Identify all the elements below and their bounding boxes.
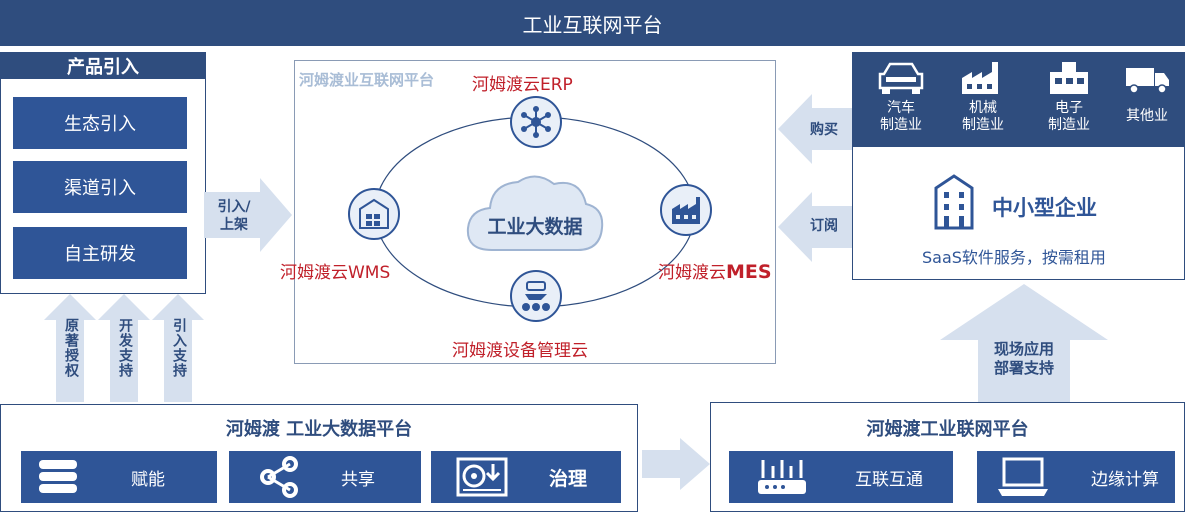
router-icon xyxy=(758,460,806,494)
product-item-selfdev: 自主研发 xyxy=(13,227,187,279)
equip-label: 河姆渡设备管理云 xyxy=(452,341,588,361)
bigdata-share: 共享 xyxy=(229,451,421,503)
industry-other: 其他业 xyxy=(1114,60,1180,125)
share-icon xyxy=(260,456,298,498)
mes-label: 河姆渡云MES xyxy=(658,258,772,283)
up-label-license: 原著授权 xyxy=(63,318,79,378)
truck-icon xyxy=(1126,68,1169,94)
bigdata-share-label: 共享 xyxy=(341,469,375,490)
iot-edge-label: 边缘计算 xyxy=(1091,469,1159,490)
industry-electronics-label: 电子 制造业 xyxy=(1048,100,1090,133)
iot-title: 河姆渡工业联网平台 xyxy=(866,419,1029,440)
iot-edge: 边缘计算 xyxy=(977,451,1175,503)
database-icon xyxy=(39,460,77,493)
core-label: 工业大数据 xyxy=(487,216,583,238)
center-platform-title: 河姆渡业互联网平台 xyxy=(299,71,435,89)
industry-auto: 汽车 制造业 xyxy=(868,60,934,134)
enterprise-name: 中小型企业 xyxy=(992,196,1097,220)
mes-node xyxy=(660,184,712,236)
deploy-arrow xyxy=(940,284,1108,402)
import-label: 引入/ 上架 xyxy=(217,199,251,233)
buy-label: 购买 xyxy=(810,122,838,138)
industry-auto-label: 汽车 制造业 xyxy=(880,100,922,133)
disk-download-icon xyxy=(456,457,508,497)
iot-panel: 河姆渡工业联网平台 互联互通 边缘计算 xyxy=(710,402,1185,512)
up-label-import-support: 引入支持 xyxy=(171,318,187,378)
equip-node xyxy=(510,270,562,322)
building-icon xyxy=(934,174,974,230)
wms-node xyxy=(348,188,400,240)
deploy-label: 现场应用 部署支持 xyxy=(993,340,1054,377)
equipment-icon xyxy=(522,281,550,311)
electronics-icon xyxy=(1050,62,1088,94)
erp-node xyxy=(510,96,562,148)
bigdata-empower-label: 赋能 xyxy=(131,469,165,490)
bigdata-empower: 赋能 xyxy=(21,451,217,503)
mes-label-suffix: MES xyxy=(726,261,772,283)
network-icon xyxy=(521,106,551,138)
saas-label: SaaS软件服务，按需租用 xyxy=(922,248,1106,267)
bigdata-govern: 治理 xyxy=(431,451,621,503)
factory-icon xyxy=(672,197,700,224)
product-item-channel: 渠道引入 xyxy=(13,161,187,213)
header-bar: 工业互联网平台 xyxy=(0,0,1185,46)
up-arrow-dev-support xyxy=(98,294,150,402)
industry-machinery-label: 机械 制造业 xyxy=(962,100,1004,133)
product-panel: 产品引入 生态引入 渠道引入 自主研发 xyxy=(0,52,206,294)
industry-electronics: 电子 制造业 xyxy=(1036,60,1102,134)
subscribe-arrow xyxy=(778,192,858,262)
iot-connect-label: 互联互通 xyxy=(855,469,923,490)
up-label-dev-support: 开发支持 xyxy=(117,318,133,378)
page-title: 工业互联网平台 xyxy=(522,12,663,37)
bigdata-panel: 河姆渡 工业大数据平台 赋能 共享 治理 xyxy=(0,404,638,512)
wms-label: 河姆渡云WMS xyxy=(280,263,391,283)
up-arrow-license xyxy=(44,294,96,402)
iot-connect: 互联互通 xyxy=(729,451,953,503)
laptop-icon xyxy=(998,457,1048,496)
up-arrow-import-support xyxy=(152,294,204,402)
bigdata-govern-label: 治理 xyxy=(549,467,588,490)
product-panel-title: 产品引入 xyxy=(1,53,205,79)
link-arrow xyxy=(642,438,710,490)
center-platform-panel: 河姆渡业互联网平台 xyxy=(294,60,776,364)
import-arrow xyxy=(204,178,292,252)
factory-icon xyxy=(962,62,998,94)
industry-machinery: 机械 制造业 xyxy=(950,60,1016,134)
subscribe-label: 订阅 xyxy=(810,218,838,234)
buy-arrow xyxy=(778,94,858,164)
warehouse-icon xyxy=(359,198,389,229)
industry-other-label: 其他业 xyxy=(1126,108,1168,124)
mes-label-prefix: 河姆渡云 xyxy=(658,263,726,283)
product-item-ecosystem: 生态引入 xyxy=(13,97,187,149)
bigdata-title: 河姆渡 工业大数据平台 xyxy=(225,419,413,440)
car-icon xyxy=(878,62,924,94)
erp-label: 河姆渡云ERP xyxy=(472,75,573,95)
cloud-icon xyxy=(466,175,604,251)
